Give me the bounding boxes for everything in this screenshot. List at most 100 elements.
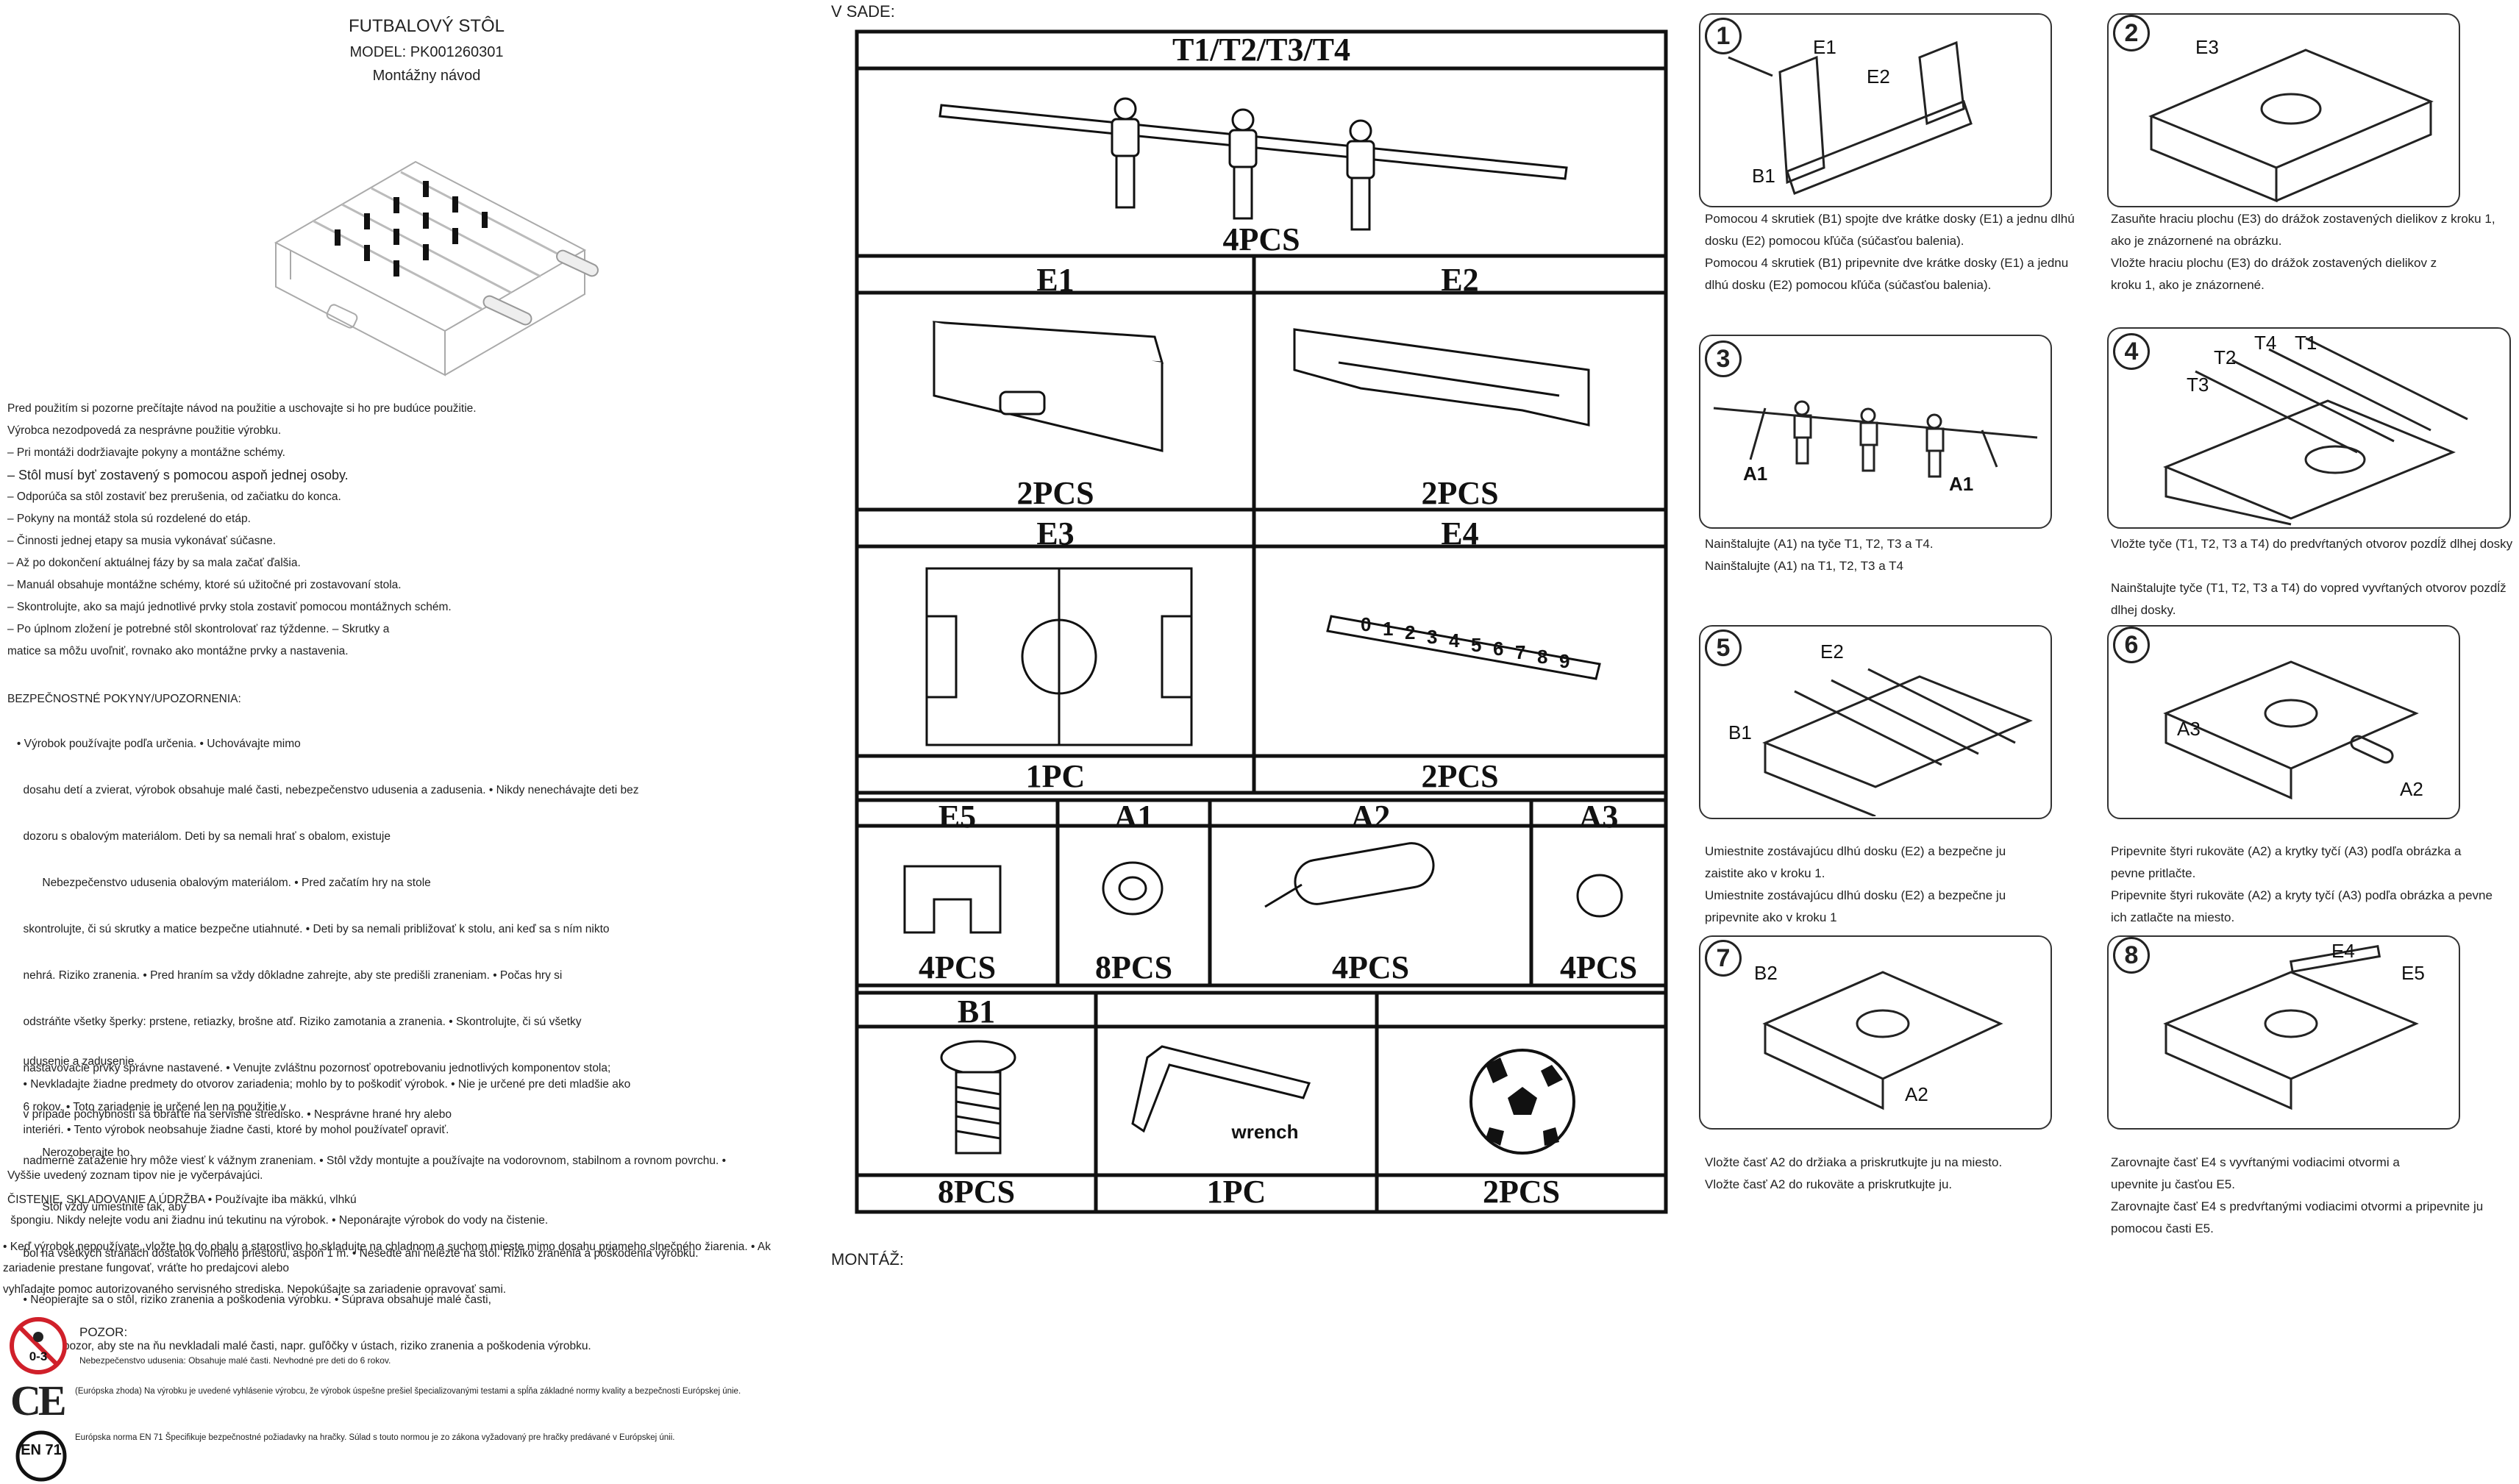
a3-cap [1576, 874, 1623, 918]
step-label: A2 [1905, 1083, 1928, 1105]
step-label: T2 [2214, 346, 2236, 368]
step-8-number: 8 [2113, 937, 2150, 974]
step-7-panel [1699, 935, 2052, 1130]
step-label: B2 [1754, 962, 1778, 984]
step-5-text: Umiestnite zostávajúcu dlhú dosku (E2) a… [1705, 841, 2006, 929]
step-label: E2 [1820, 641, 1844, 663]
step-line: ako je znázornené na obrázku. [2111, 234, 2282, 248]
safety-line: nastavovacie prvky správne nastavené. • … [7, 1062, 611, 1074]
step-line: pomocou časti E5. [2111, 1221, 2214, 1235]
safety-title: BEZPEČNOSTNÉ POKYNY/UPOZORNENIA: [7, 693, 241, 705]
parts-e2-qty: 2PCS [1421, 475, 1499, 511]
parts-a2-qty: 4PCS [1331, 949, 1410, 985]
step-label: A3 [2177, 718, 2201, 740]
step-line: Nainštalujte tyče (T1, T2, T3 a T4) do v… [2111, 581, 2506, 595]
rod-illustration [938, 97, 1568, 231]
parts-e5-qty: 4PCS [918, 949, 997, 985]
step-line: kroku 1, ako je znázornené. [2111, 278, 2265, 292]
step-8-illustration: E4 E5 [2163, 940, 2425, 1110]
step-1-number: 1 [1705, 18, 1742, 54]
step-label: T4 [2254, 332, 2276, 354]
safety-line: Nebezpečenstvo udusenia obalovým materiá… [7, 877, 431, 889]
step-line: Pomocou 4 skrutiek (B1) pripevnite dve k… [1705, 256, 2069, 270]
step-3-text: Nainštalujte (A1) na tyče T1, T2, T3 a T… [1705, 533, 1934, 577]
step-label: E2 [1867, 65, 1890, 88]
step-label: B1 [1752, 165, 1775, 187]
safety-line: nehrá. Riziko zranenia. • Pred hraním sa… [7, 969, 563, 982]
en71-icon: EN 71 [15, 1430, 67, 1482]
ce-mark-icon: CE [10, 1377, 67, 1424]
step-3-illustration: A1 A1 [1713, 400, 2038, 495]
intro-line: – Stôl musí byť zostavený s pomocou aspo… [7, 468, 349, 482]
warning-text: Nebezpečenstvo udusenia: Obsahuje malé č… [79, 1355, 391, 1366]
step-4-text: Vložte tyče (T1, T2, T3 a T4) do predvŕt… [2111, 533, 2512, 621]
parts-a1-label: A1 [1114, 799, 1154, 835]
assembly-section-label: MONTÁŽ: [831, 1250, 904, 1269]
storage-line: vyhľadajte pomoc autorizovaného servisné… [3, 1283, 507, 1296]
e3-playfield [925, 567, 1193, 746]
wrench-label: wrench [1230, 1121, 1298, 1143]
step-1-illustration: E1 E2 B1 [1728, 36, 1973, 195]
safety-continued: udusenie a zadusenie. • Nevkladajte žiad… [7, 1050, 630, 1187]
step-line: Umiestnite zostávajúcu dlhú dosku (E2) a… [1705, 888, 2006, 902]
step-4-number: 4 [2113, 333, 2150, 370]
safety2-line: • Nevkladajte žiadne predmety do otvorov… [7, 1078, 631, 1091]
e2-board [1293, 328, 1590, 427]
step-line: Nainštalujte (A1) na T1, T2, T3 a T4 [1705, 559, 1903, 573]
step-line: Zasuňte hraciu plochu (E3) do drážok zos… [2111, 212, 2495, 226]
safety-line: odstráňte všetky šperky: prstene, retiaz… [7, 1016, 582, 1028]
e4-digit: 4 [1449, 629, 1460, 652]
safety-line: Stôl vždy umiestnite tak, aby [7, 1201, 187, 1213]
intro-line: – Až po dokončení aktuálnej fázy by sa m… [7, 557, 301, 569]
e4-digit: 9 [1559, 650, 1570, 672]
intro-line: Pred použitím si pozorne prečítajte návo… [7, 402, 477, 415]
step-line: dlhej dosky. [2111, 603, 2176, 617]
step-1-text: Pomocou 4 skrutiek (B1) spojte dve krátk… [1705, 208, 2075, 296]
safety2-line: Vyššie uvedený zoznam tipov nie je vyčer… [7, 1169, 263, 1182]
ce-text: (Európska zhoda) Na výrobku je uvedené v… [75, 1387, 741, 1396]
safety-line: nadmerné zaťaženie hry môže viesť k vážn… [7, 1155, 727, 1167]
step-line: Vložte časť A2 do držiaka a priskrutkujt… [1705, 1155, 2003, 1169]
step-line: ich zatlačte na miesto. [2111, 910, 2235, 924]
wrench [1131, 1045, 1311, 1133]
ball [1469, 1049, 1575, 1155]
safety-line: v prípade pochybností sa obráťte na serv… [7, 1108, 452, 1121]
parts-e2-label: E2 [1441, 262, 1479, 298]
step-line: Vložte hraciu plochu (E3) do drážok zost… [2111, 256, 2437, 270]
e5-clip [903, 865, 1002, 934]
step-label: E3 [2195, 36, 2219, 58]
age-warning-icon: 0-3 [10, 1317, 67, 1374]
step-label: A2 [2400, 778, 2423, 800]
step-6-illustration: A3 A2 [2163, 660, 2423, 800]
e4-score-counter: 0 1 2 3 4 5 6 7 8 9 [1326, 613, 1601, 680]
e4-digit: 3 [1427, 626, 1437, 648]
parts-a3-qty: 4PCS [1559, 949, 1638, 985]
storage-line: zariadenie prestane fungovať, vráťte ho … [3, 1262, 290, 1274]
parts-e1-qty: 2PCS [1016, 475, 1094, 511]
parts-wrench-qty: 1PC [1206, 1174, 1266, 1210]
parts-b1-label: B1 [957, 994, 996, 1030]
intro-line: – Odporúča sa stôl zostaviť bez prerušen… [7, 490, 341, 503]
step-line: Vložte tyče (T1, T2, T3 a T4) do predvŕt… [2111, 537, 2513, 551]
safety2-line: udusenie a zadusenie. [7, 1055, 138, 1068]
step-7-illustration: B2 A2 [1754, 962, 2003, 1110]
safety2-line: 6 rokov. • Toto zariadenie je určené len… [7, 1101, 286, 1113]
step-line: zaistite ako v kroku 1. [1705, 866, 1825, 880]
model-number: MODEL: PK001260301 [349, 44, 504, 60]
step-label: T1 [2295, 332, 2317, 354]
safety-line: bol na všetkých stranách dostatok voľnéh… [7, 1247, 699, 1260]
parts-ball-qty: 2PCS [1482, 1174, 1561, 1210]
parts-a3-label: A3 [1578, 799, 1619, 835]
intro-line: – Po úplnom zložení je potrebné stôl sko… [7, 623, 390, 635]
step-line: upevnite ju časťou E5. [2111, 1177, 2235, 1191]
step-line: dlhú dosku (E2) pomocou kľúča (súčasťou … [1705, 278, 1992, 292]
intro-line: – Manuál obsahuje montážne schémy, ktoré… [7, 579, 402, 591]
step-7-text: Vložte časť A2 do držiaka a priskrutkujt… [1705, 1152, 2002, 1196]
parts-b1-qty: 8PCS [937, 1174, 1016, 1210]
parts-e4-label: E4 [1441, 516, 1479, 552]
step-4-illustration: T4 T1 T2 T3 [2163, 332, 2468, 526]
step-label: A1 [1743, 463, 1767, 485]
step-5-number: 5 [1705, 629, 1742, 666]
step-8-text: Zarovnajte časť E4 s vyvŕtanými vodiacim… [2111, 1152, 2483, 1240]
intro-line: Výrobca nezodpovedá za nesprávne použiti… [7, 424, 282, 437]
